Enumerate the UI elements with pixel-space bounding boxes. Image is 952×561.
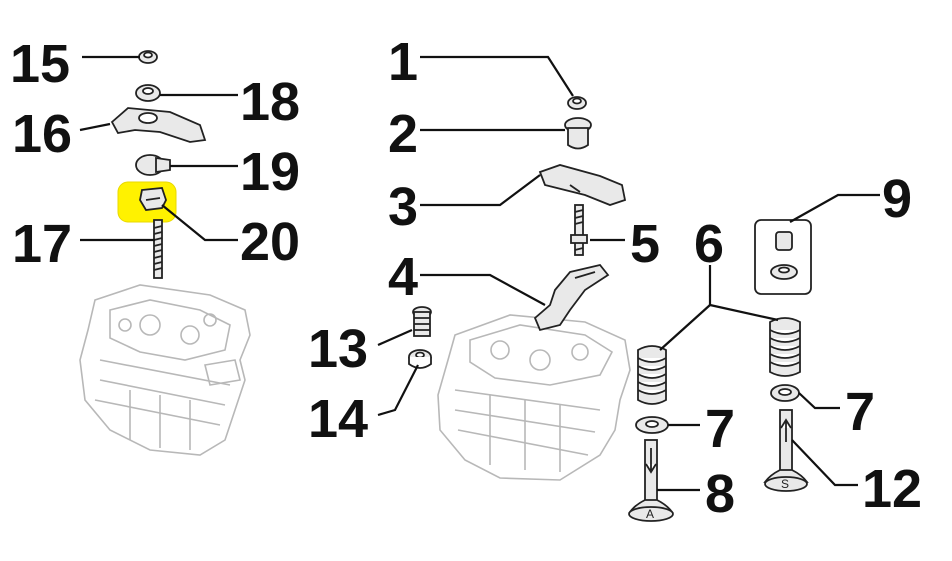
callout-9: 9 [882, 169, 912, 229]
callout-5: 5 [630, 214, 660, 274]
part-18-washer[interactable] [135, 84, 161, 102]
callout-7-right: 7 [845, 382, 875, 442]
leader-3 [420, 174, 541, 207]
leader-14 [377, 364, 419, 417]
part-2-pivot[interactable] [564, 117, 592, 150]
callout-18: 18 [240, 72, 300, 132]
callout-14: 14 [308, 389, 368, 449]
cylinder-head-left [79, 284, 251, 456]
callout-6: 6 [694, 214, 724, 274]
leader-1 [420, 55, 574, 97]
part-6-spring-left[interactable] [637, 345, 667, 405]
leader-9 [789, 193, 880, 223]
part-1-nut[interactable] [567, 96, 587, 110]
part-7-retainer-left[interactable] [635, 416, 669, 434]
callout-17: 17 [12, 214, 72, 274]
leader-20 [161, 204, 238, 242]
part-9-seal-kit[interactable] [754, 219, 812, 295]
leader-6b [709, 303, 779, 322]
callout-7-left: 7 [705, 399, 735, 459]
part-6-spring-right[interactable] [769, 317, 801, 377]
part-20-highlight[interactable] [117, 181, 177, 223]
part-15-nut[interactable] [138, 50, 158, 64]
callout-20: 20 [240, 212, 300, 272]
leader-13 [377, 328, 413, 347]
leader-16 [79, 122, 111, 132]
callout-3: 3 [388, 177, 418, 237]
callout-2: 2 [388, 104, 418, 164]
part-19-pivot[interactable] [135, 154, 171, 176]
callout-16: 16 [12, 104, 72, 164]
part-8-intake-valve[interactable]: A [628, 439, 674, 522]
cylinder-head-center [437, 314, 631, 481]
intake-mark: A [646, 507, 654, 521]
part-14-sleeve[interactable] [408, 349, 432, 369]
leader-12 [791, 439, 858, 487]
part-13-screw[interactable] [412, 306, 432, 337]
callout-8: 8 [705, 464, 735, 524]
part-4-guide-plate[interactable] [533, 263, 610, 332]
part-16-rocker-arm[interactable] [110, 107, 207, 143]
callout-19: 19 [240, 142, 300, 202]
leader-7b [798, 392, 840, 410]
callout-1: 1 [388, 32, 418, 92]
leader-6a [659, 304, 711, 351]
part-17-stud[interactable] [153, 219, 163, 279]
leader-4 [420, 273, 546, 306]
callout-4: 4 [388, 247, 418, 307]
part-7-retainer-right[interactable] [770, 384, 800, 402]
callout-13: 13 [308, 319, 368, 379]
part-3-rocker-arm[interactable] [538, 164, 627, 206]
exhaust-mark: S [781, 477, 789, 491]
callout-15: 15 [10, 34, 70, 94]
callout-12: 12 [862, 459, 922, 519]
part-5-stud[interactable] [570, 204, 588, 256]
part-12-exhaust-valve[interactable]: S [763, 409, 809, 492]
